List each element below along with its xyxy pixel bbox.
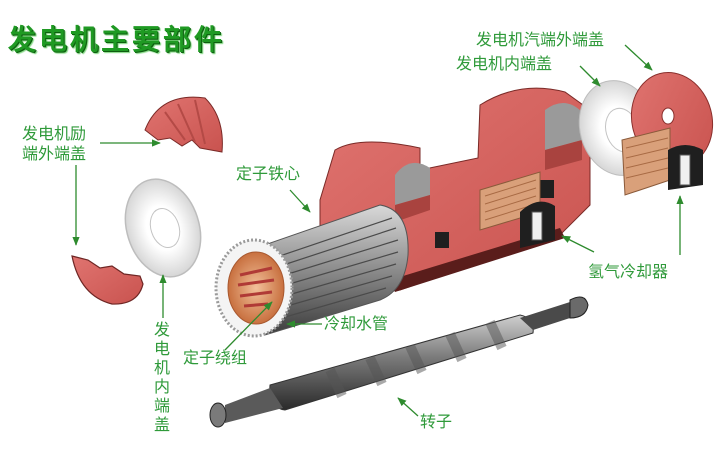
arrow-inner-cover-right [579, 65, 601, 87]
exciter-outer-end-cover-bottom [71, 255, 144, 305]
stator-winding [214, 238, 294, 338]
label-turbine-outer-end-cover: 发电机汽端外端盖 [476, 30, 605, 49]
label-cooling-water-pipe: 冷却水管 [324, 314, 389, 333]
inner-end-cover-left [124, 178, 202, 278]
label-exciter-outer-end-cover-line1: 发电机励 [22, 124, 87, 143]
leader-arrows [72, 44, 684, 417]
arrow-rotor [397, 397, 419, 417]
label-hydrogen-cooler: 氢气冷却器 [588, 262, 669, 281]
label-exciter-outer-end-cover-line2: 端外端盖 [22, 144, 87, 163]
label-stator-core: 定子铁心 [236, 164, 301, 183]
hydrogen-cooler-unit [479, 171, 555, 248]
arrow-hydrogen-cooler [561, 235, 595, 253]
label-inner-end-cover-right: 发电机内端盖 [456, 54, 553, 73]
arrow-stator-winding [224, 301, 273, 351]
label-rotor: 转子 [420, 412, 453, 431]
hydrogen-cooler-right [621, 127, 703, 196]
exciter-outer-end-cover-top [144, 96, 223, 153]
rotor [209, 296, 589, 428]
label-stator-winding: 定子绕组 [183, 348, 248, 367]
arrow-turbine-outer-cover [624, 44, 653, 71]
label-inner-end-cover-left: 发电机内端盖 [153, 320, 170, 434]
arrow-stator-core [289, 189, 311, 213]
diagram-title: 发电机主要部件 [8, 23, 226, 56]
